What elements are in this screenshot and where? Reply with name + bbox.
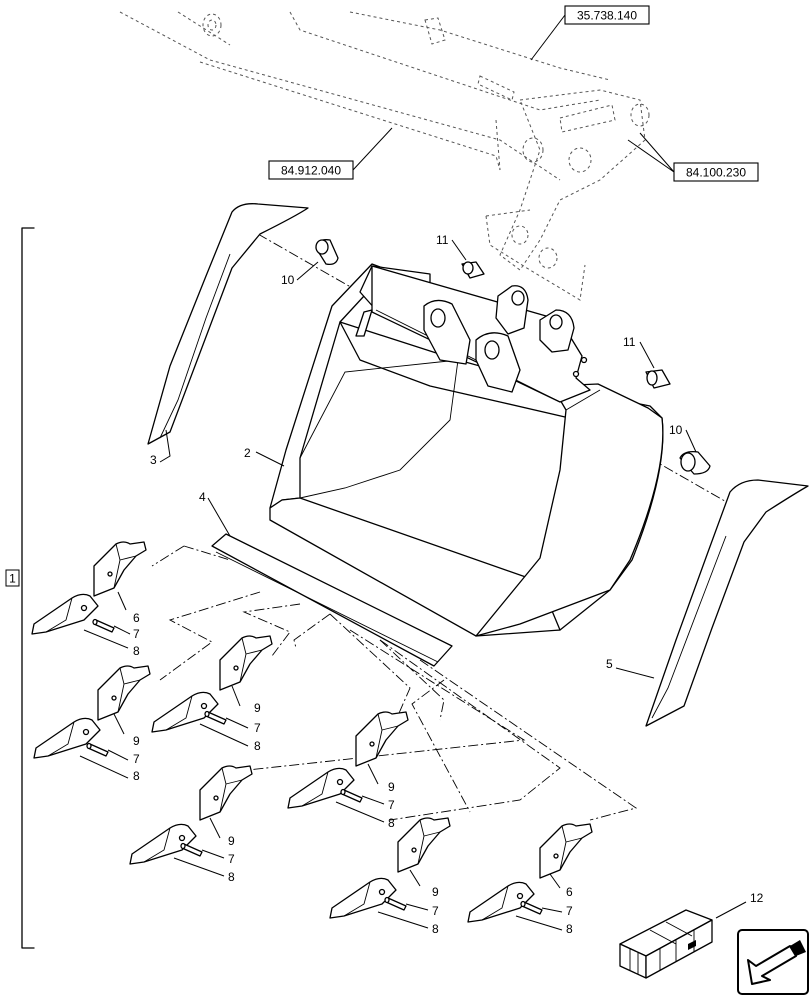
- tooth-set-1[interactable]: 6 7 8: [31, 541, 147, 658]
- navigation-arrow-icon[interactable]: [737, 929, 809, 995]
- tooth-set-3[interactable]: 9 7 8: [151, 635, 273, 753]
- svg-text:84.100.230: 84.100.230: [686, 166, 746, 180]
- ref-boom[interactable]: 84.912.040: [268, 160, 354, 180]
- svg-text:10: 10: [281, 273, 295, 287]
- svg-text:8: 8: [566, 922, 573, 936]
- svg-text:5: 5: [606, 657, 613, 671]
- svg-text:9: 9: [388, 780, 395, 794]
- svg-text:8: 8: [228, 870, 235, 884]
- tooth-set-2[interactable]: 9 7 8: [33, 665, 151, 783]
- bushing-11-top[interactable]: [461, 261, 485, 279]
- svg-text:7: 7: [133, 627, 140, 641]
- tooth-group-leaders: [151, 545, 638, 821]
- svg-text:7: 7: [566, 904, 573, 918]
- tooth-set-5[interactable]: 9 7 8: [129, 765, 253, 884]
- svg-text:10: 10: [669, 423, 683, 437]
- svg-text:8: 8: [133, 769, 140, 783]
- svg-text:8: 8: [133, 644, 140, 658]
- svg-text:6: 6: [133, 611, 140, 625]
- tooth-set-7[interactable]: 6 7 8: [467, 823, 593, 936]
- svg-text:7: 7: [228, 852, 235, 866]
- kit-box-icon: [619, 909, 713, 979]
- svg-text:7: 7: [432, 904, 439, 918]
- svg-text:8: 8: [254, 739, 261, 753]
- svg-text:84.912.040: 84.912.040: [281, 164, 341, 178]
- svg-text:4: 4: [199, 490, 206, 504]
- svg-text:11: 11: [623, 335, 636, 349]
- svg-text:8: 8: [388, 816, 395, 830]
- linkage-ghost: [485, 89, 650, 301]
- group-bracket: 1: [5, 227, 35, 949]
- svg-text:7: 7: [254, 721, 261, 735]
- svg-text:7: 7: [133, 752, 140, 766]
- svg-text:12: 12: [750, 891, 764, 905]
- side-cutter-left[interactable]: [147, 203, 309, 445]
- svg-text:1: 1: [9, 572, 16, 586]
- bushing-10-right[interactable]: [679, 450, 711, 475]
- tooth-set-4[interactable]: 9 7 8: [287, 711, 409, 830]
- ref-linkage[interactable]: 84.100.230: [673, 162, 759, 182]
- callouts: 3 2 4 5 10 11 11 10 12: [150, 233, 764, 919]
- side-cutter-right[interactable]: [645, 479, 809, 727]
- svg-text:7: 7: [388, 798, 395, 812]
- svg-text:2: 2: [244, 446, 251, 460]
- svg-text:9: 9: [432, 885, 439, 899]
- svg-text:3: 3: [150, 453, 157, 467]
- svg-text:9: 9: [254, 701, 261, 715]
- svg-text:6: 6: [566, 885, 573, 899]
- svg-text:9: 9: [133, 734, 140, 748]
- bushing-11-right[interactable]: [645, 369, 671, 389]
- ref-arm[interactable]: 35.738.140: [564, 5, 650, 25]
- bushing-10-top[interactable]: [315, 239, 339, 266]
- svg-text:35.738.140: 35.738.140: [577, 9, 637, 23]
- tooth-set-6[interactable]: 9 7 8: [329, 817, 451, 936]
- bucket[interactable]: [269, 263, 664, 637]
- svg-text:8: 8: [432, 922, 439, 936]
- cutting-edge[interactable]: [211, 533, 453, 667]
- svg-text:9: 9: [228, 834, 235, 848]
- svg-text:11: 11: [436, 233, 449, 247]
- boom-ghost: [119, 11, 611, 181]
